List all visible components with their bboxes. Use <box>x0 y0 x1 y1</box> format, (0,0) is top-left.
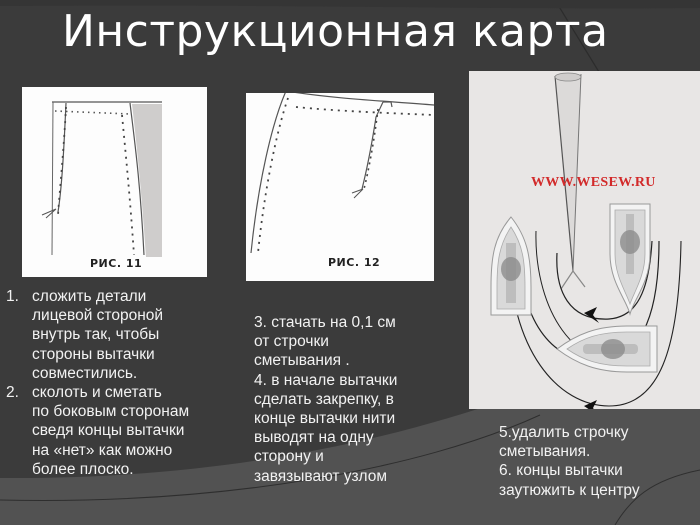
step-2: 2. сколоть и сметать по боковым сторонам… <box>0 383 240 479</box>
steps-middle: 3. стачать на 0,1 см от строчки сметыван… <box>254 314 398 485</box>
iron-pressing-figure: WWW.WESEW.RU <box>469 71 700 409</box>
step-2-number: 2. <box>6 384 19 402</box>
figure-12: РИС. 12 <box>246 93 434 281</box>
iron-pressing-diagram-icon <box>469 71 700 409</box>
steps-left: 1. сложить детали лицевой стороной внутр… <box>0 287 240 479</box>
steps-right: 5.удалить строчку сметывания. 6. концы в… <box>499 424 640 499</box>
dart-stitching-sketch-icon <box>250 93 434 254</box>
step-1: 1. сложить детали лицевой стороной внутр… <box>0 287 240 383</box>
step-1-text: сложить детали лицевой стороной внутрь т… <box>32 288 164 382</box>
figure-12-caption: РИС. 12 <box>328 256 381 269</box>
dart-basting-sketch-icon <box>41 101 162 257</box>
figure-11: РИС. 11 <box>22 87 207 277</box>
watermark: WWW.WESEW.RU <box>531 175 656 190</box>
figure-11-caption: РИС. 11 <box>90 257 143 270</box>
step-2-text: сколоть и сметать по боковым сторонам св… <box>32 384 190 478</box>
slide-title: Инструкционная карта <box>62 6 609 57</box>
step-1-number: 1. <box>6 288 19 305</box>
